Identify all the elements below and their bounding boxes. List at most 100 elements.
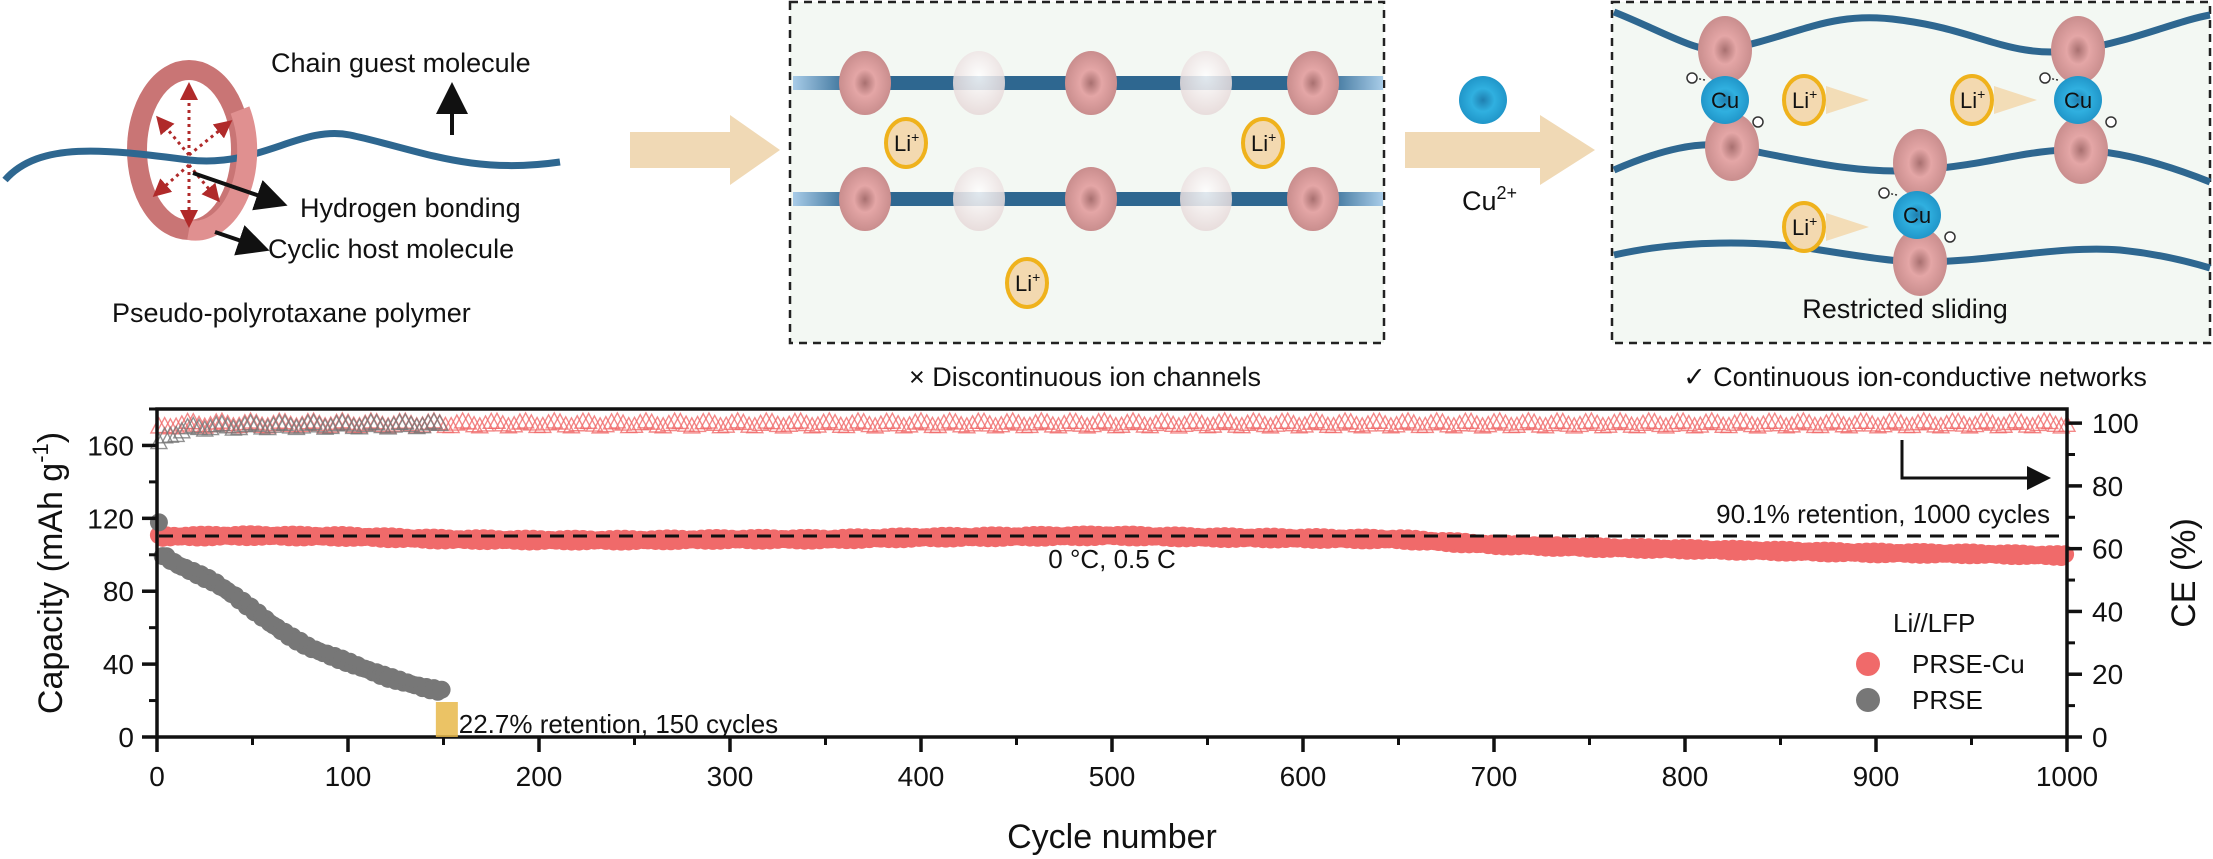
ce-marker-prse (218, 416, 237, 434)
li-ion: Li+ (1241, 117, 1285, 169)
ce-marker-prse (247, 414, 266, 432)
ce-marker-prse-cu (745, 416, 764, 434)
ce-marker-prse-cu (1811, 416, 1830, 434)
host-ring-bead (2051, 16, 2105, 84)
li-ion-circle (1782, 74, 1826, 126)
ce-marker-prse-cu (493, 414, 512, 432)
ce-marker-prse-cu (676, 414, 696, 432)
ce-marker-prse-cu (682, 416, 701, 434)
ce-marker-prse-cu (940, 411, 959, 429)
ce-marker-prse (424, 412, 444, 430)
ce-marker-prse-cu (1026, 413, 1045, 431)
ion-migration-cone (1826, 213, 1869, 241)
ce-marker-prse-cu (825, 413, 845, 431)
ce-marker-prse-cu (579, 411, 598, 430)
ce-marker-prse-cu (1685, 416, 1704, 434)
ce-marker-prse-cu (1484, 412, 1504, 430)
ce-marker-prse-cu (906, 412, 925, 430)
ce-marker-prse-cu (974, 411, 994, 430)
ce-marker-prse-cu (1840, 416, 1859, 434)
hydrogen-bonding-label: Hydrogen bonding (300, 193, 521, 223)
ce-marker-prse-cu (768, 414, 787, 433)
ce-marker-prse-cu (1020, 415, 1040, 434)
ce-marker-prse-cu (1083, 415, 1103, 433)
ce-marker-prse (292, 416, 312, 434)
y-right-tick-label: 20 (2092, 659, 2123, 690)
ce-marker-prse-cu (751, 413, 770, 432)
ce-marker-prse (350, 417, 369, 435)
ce-marker-prse-cu (1335, 411, 1355, 429)
legend-marker-prse-cu (1856, 652, 1880, 676)
ce-marker-prse-cu (797, 414, 816, 432)
ce-marker-prse-cu (1186, 411, 1206, 429)
ce-marker-prse (384, 415, 404, 433)
x-tick-label: 600 (1280, 761, 1327, 792)
ce-marker-prse (287, 417, 306, 436)
chain-guest-label: Chain guest molecule (271, 48, 531, 78)
ce-marker-prse-cu (1244, 411, 1263, 429)
ce-marker-prse-cu (510, 412, 530, 430)
ce-marker-prse-cu (671, 412, 690, 430)
ce-marker-prse-cu (1725, 413, 1744, 431)
cyclic-host-ring-front (187, 106, 258, 241)
ce-marker-prse-cu (1404, 413, 1423, 431)
ce-marker-prse-cu (1863, 414, 1882, 432)
ce-marker-prse-cu (1754, 414, 1773, 432)
ce-marker-prse-cu (1628, 416, 1647, 434)
ce-marker-prse-cu (1937, 414, 1956, 432)
host-ring-bead (1065, 51, 1117, 115)
right-axis-pointer-arrow (1900, 440, 2051, 490)
cu-ion-label: Cu (2064, 88, 2092, 113)
li-ion-label: Li+ (1792, 86, 1817, 113)
li-ion-circle (1241, 117, 1285, 169)
ce-marker-prse-cu (1438, 415, 1458, 433)
ce-marker-prse-cu (505, 415, 524, 433)
ce-marker-prse-cu (585, 414, 604, 432)
ce-marker-prse-cu (1610, 411, 1630, 429)
ce-marker-prse-cu (1049, 416, 1068, 434)
ce-marker-prse (184, 415, 203, 434)
ce-marker-prse-cu (951, 415, 971, 433)
ce-marker-prse-cu (1089, 412, 1108, 430)
faded-host-ring-bead (953, 167, 1005, 231)
ce-marker-prse-cu (957, 416, 977, 434)
ce-marker-prse-cu (1817, 413, 1836, 431)
ce-marker-prse-cu (1215, 411, 1234, 429)
ce-marker-prse (356, 414, 375, 433)
ce-marker-prse-cu (161, 417, 180, 435)
ce-marker-prse-cu (1055, 414, 1074, 432)
ce-marker-prse-cu (688, 414, 707, 433)
ce-marker-prse-cu (1347, 415, 1366, 433)
y-left-tick-label: 120 (87, 503, 134, 534)
ce-marker-prse-cu (1771, 414, 1790, 432)
ce-marker-prse-cu (476, 414, 495, 432)
ce-marker-prse-cu (1255, 415, 1274, 433)
ce-marker-prse-cu (155, 416, 174, 434)
ce-marker-prse-cu (1530, 415, 1550, 433)
hbond-pointer-arrow (192, 171, 288, 211)
ce-marker-prse-cu (1645, 412, 1664, 430)
host-ring-bead (1065, 167, 1117, 231)
li-ion: Li+ (1782, 201, 1826, 253)
ce-marker-prse-cu (1095, 411, 1114, 429)
ce-marker-prse-cu (860, 415, 879, 433)
left-panel-caption: Pseudo-polyrotaxane polymer (112, 298, 471, 328)
ce-marker-prse-cu (2029, 413, 2048, 432)
ce-marker-prse-cu (539, 413, 558, 431)
legend-marker-prse (1856, 688, 1880, 712)
right-panel-caption: ✓ Continuous ion-conductive networks (1683, 362, 2147, 392)
ce-marker-prse-cu (1421, 413, 1441, 431)
ce-marker-prse-cu (1209, 412, 1229, 431)
ce-marker-prse-cu (802, 416, 822, 434)
ce-marker-prse-cu (1312, 413, 1332, 431)
ce-marker-prse-cu (453, 411, 472, 429)
ce-marker-prse-cu (1914, 411, 1933, 429)
condition-annotation: 0 °C, 0.5 C (1048, 544, 1175, 574)
ce-marker-prse (327, 414, 346, 432)
discontinuous-channels-panel: Li+Li+Li+ × Discontinuous ion channels (788, 0, 1386, 392)
ce-marker-prse-cu (1204, 415, 1223, 433)
ce-marker-prse-cu (1324, 416, 1343, 434)
ce-marker-prse-cu (1398, 411, 1418, 429)
